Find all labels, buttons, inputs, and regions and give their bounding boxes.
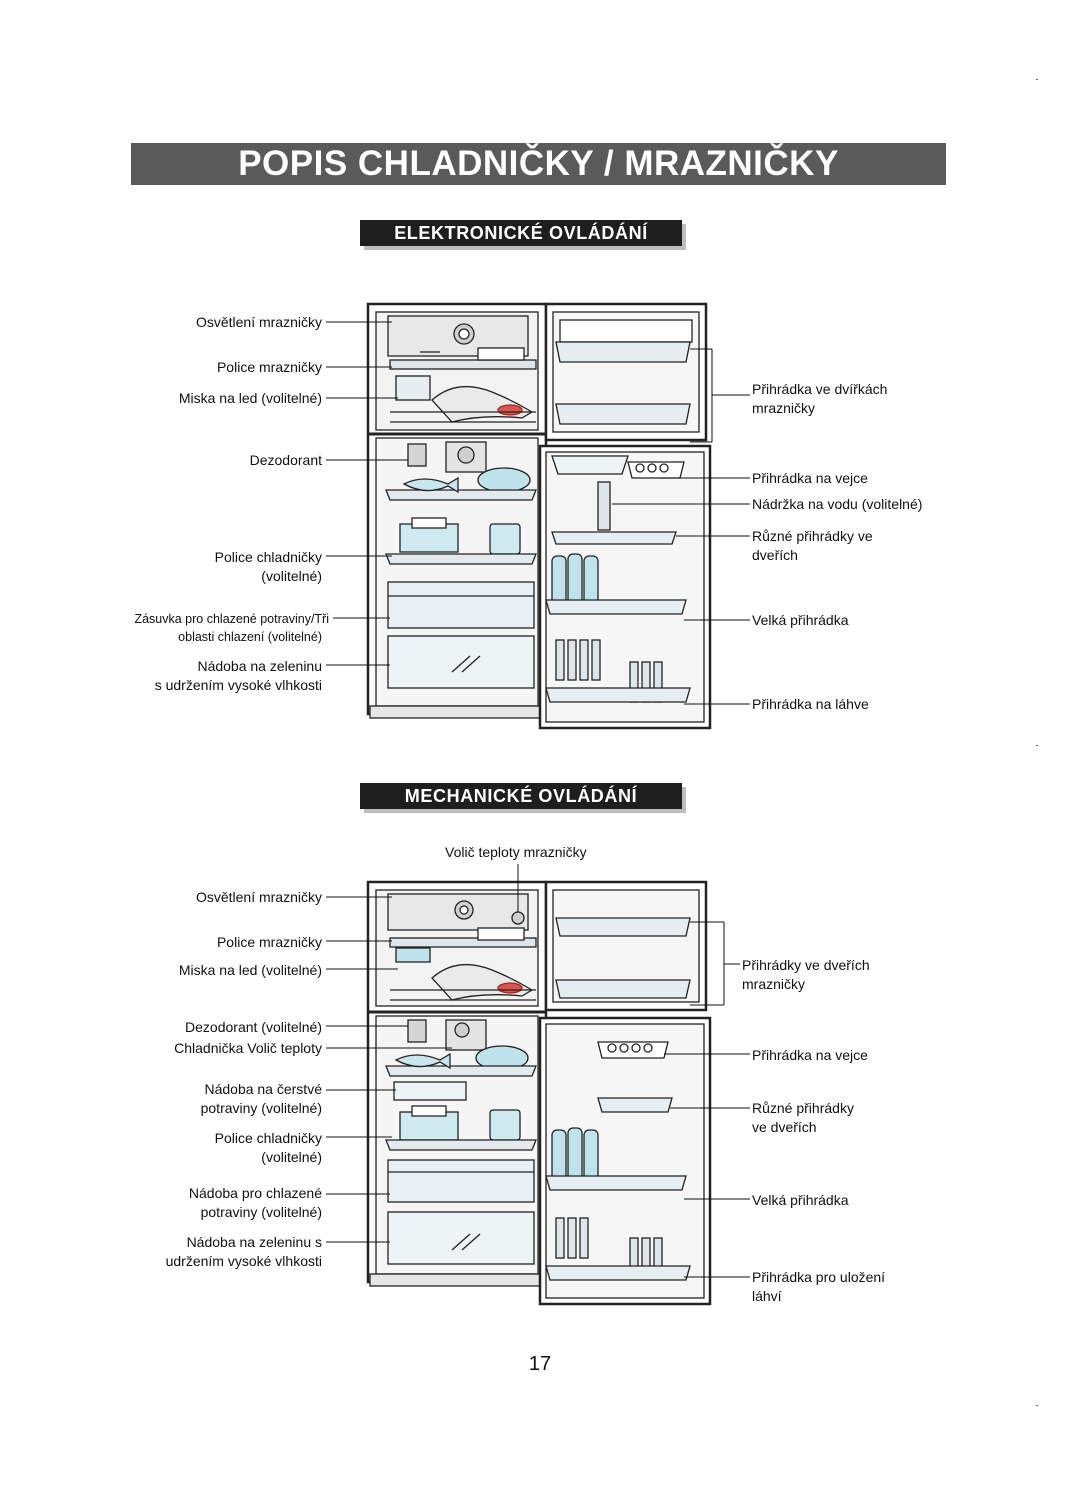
label-deodorizer-mech: Dezodorant (volitelné)	[185, 1019, 322, 1035]
page-number: 17	[528, 1353, 552, 1375]
label-chilled-drawer: Zásuvka pro chlazené potraviny/Tři	[134, 612, 329, 626]
section-heading-electronic: ELEKTRONICKÉ OVLÁDÁNÍ	[360, 220, 682, 246]
label-vegetable-bin-mech-2: udržením vysoké vlhkosti	[165, 1253, 322, 1269]
label-ice-tray: Miska na led (volitelné)	[178, 390, 322, 406]
label-bottle-bin: Přihrádka na láhve	[752, 696, 869, 712]
label-freezer-shelf: Police mrazničky	[216, 359, 322, 375]
label-freezer-door-bins-mech-2: mrazničky	[742, 976, 806, 992]
label-door-bins-mech: Různé přihrádky	[752, 1100, 854, 1116]
label-bottle-bin-mech-2: láhví	[752, 1288, 782, 1304]
label-vegetable-bin: Nádoba na zeleninu	[197, 658, 322, 674]
label-chilled-bin-2: potraviny (volitelné)	[200, 1204, 322, 1220]
label-large-bin-mech: Velká přihrádka	[752, 1192, 849, 1208]
label-freezer-shelf-mech: Police mrazničky	[216, 934, 322, 950]
label-bottle-bin-mech: Přihrádka pro uložení	[752, 1269, 886, 1285]
label-door-bins-mech-2: ve dveřích	[752, 1119, 817, 1135]
section-heading-mechanical: MECHANICKÉ OVLÁDÁNÍ	[360, 783, 682, 809]
label-door-bins: Různé přihrádky ve	[752, 528, 873, 544]
label-deodorizer: Dezodorant	[249, 452, 322, 468]
label-freezer-light: Osvětlení mrazničky	[195, 314, 322, 330]
crop-mark	[1036, 1405, 1038, 1406]
label-fridge-shelf: Police chladničky	[214, 549, 322, 565]
label-egg-tray: Přihrádka na vejce	[752, 470, 868, 486]
label-fridge-shelf-mech-2: (volitelné)	[261, 1149, 322, 1165]
label-fridge-shelf-optional: (volitelné)	[261, 568, 322, 584]
label-fridge-shelf-mech: Police chladničky	[214, 1130, 322, 1146]
label-fresh-food-bin-2: potraviny (volitelné)	[200, 1100, 322, 1116]
label-fridge-temp-control: Chladnička Volič teploty	[174, 1040, 322, 1056]
label-vegetable-bin-2: s udržením vysoké vlhkosti	[154, 677, 322, 693]
crop-mark	[1036, 745, 1038, 746]
label-chilled-bin: Nádoba pro chlazené	[188, 1185, 322, 1201]
label-door-bins-2: dveřích	[752, 547, 798, 563]
label-fresh-food-bin: Nádoba na čerstvé	[204, 1081, 322, 1097]
label-freezer-temp-control: Volič teploty mrazničky	[445, 844, 587, 860]
label-chilled-drawer-2: oblasti chlazení (volitelné)	[178, 630, 322, 644]
label-freezer-light-mech: Osvětlení mrazničky	[195, 889, 322, 905]
label-vegetable-bin-mech: Nádoba na zeleninu s	[186, 1234, 322, 1250]
label-freezer-door-bin: Přihrádka ve dvířkách	[752, 381, 888, 397]
label-large-bin: Velká přihrádka	[752, 612, 849, 628]
crop-mark	[1036, 79, 1038, 80]
label-freezer-door-bins-mech: Přihrádky ve dveřích	[742, 957, 870, 973]
label-egg-tray-mech: Přihrádka na vejce	[752, 1047, 868, 1063]
label-water-tank: Nádržka na vodu (volitelné)	[752, 496, 923, 512]
label-ice-tray-mech: Miska na led (volitelné)	[178, 962, 322, 978]
page-title: POPIS CHLADNIČKY / MRAZNIČKY	[131, 143, 946, 185]
label-freezer-door-bin-2: mrazničky	[752, 400, 816, 416]
